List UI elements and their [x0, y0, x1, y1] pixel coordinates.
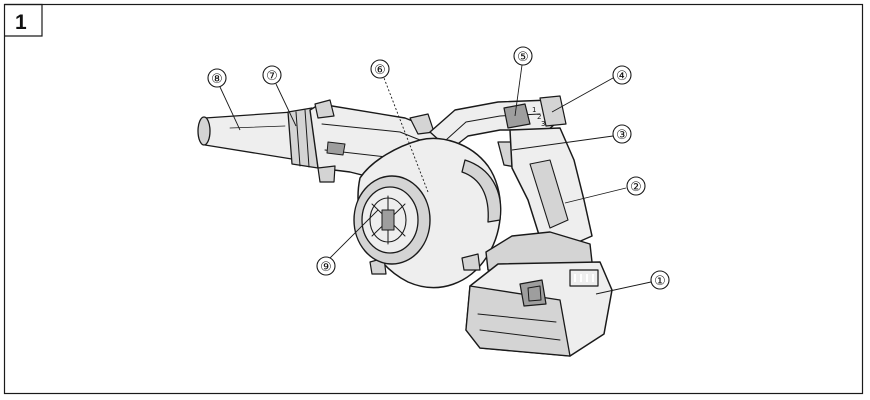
nozzle [197, 111, 299, 161]
figure-frame [3, 3, 864, 395]
callout-6-label: ⑥ [374, 63, 386, 78]
callout-8-label: ⑧ [211, 72, 223, 87]
callout-9: ⑨ [316, 256, 336, 276]
speed-mark-1: 1 [532, 106, 536, 114]
callout-2: ② [626, 176, 646, 196]
battery-pack [465, 261, 613, 357]
speed-mark-3: 3 [541, 120, 545, 128]
callout-7: ⑦ [262, 65, 282, 85]
callout-7-label: ⑦ [266, 69, 278, 84]
callout-4: ④ [612, 65, 632, 85]
air-intake [353, 175, 431, 265]
cordless-blower: 1 2 3 [197, 95, 613, 357]
speed-mark-2: 2 [537, 113, 541, 121]
callout-8: ⑧ [207, 68, 227, 88]
leader-lines [219, 64, 652, 295]
callout-3-label: ③ [616, 128, 628, 143]
callout-1: ① [650, 270, 670, 290]
callout-6: ⑥ [370, 59, 390, 79]
callout-9-label: ⑨ [320, 260, 332, 275]
callout-5-label: ⑤ [517, 50, 529, 65]
callout-4-label: ④ [616, 69, 628, 84]
figure-number-box [4, 3, 43, 37]
callout-2-label: ② [630, 180, 642, 195]
callout-3: ③ [612, 124, 632, 144]
callout-5: ⑤ [513, 46, 533, 66]
figure-number: 1 [15, 11, 27, 34]
callout-1-label: ① [654, 274, 666, 289]
